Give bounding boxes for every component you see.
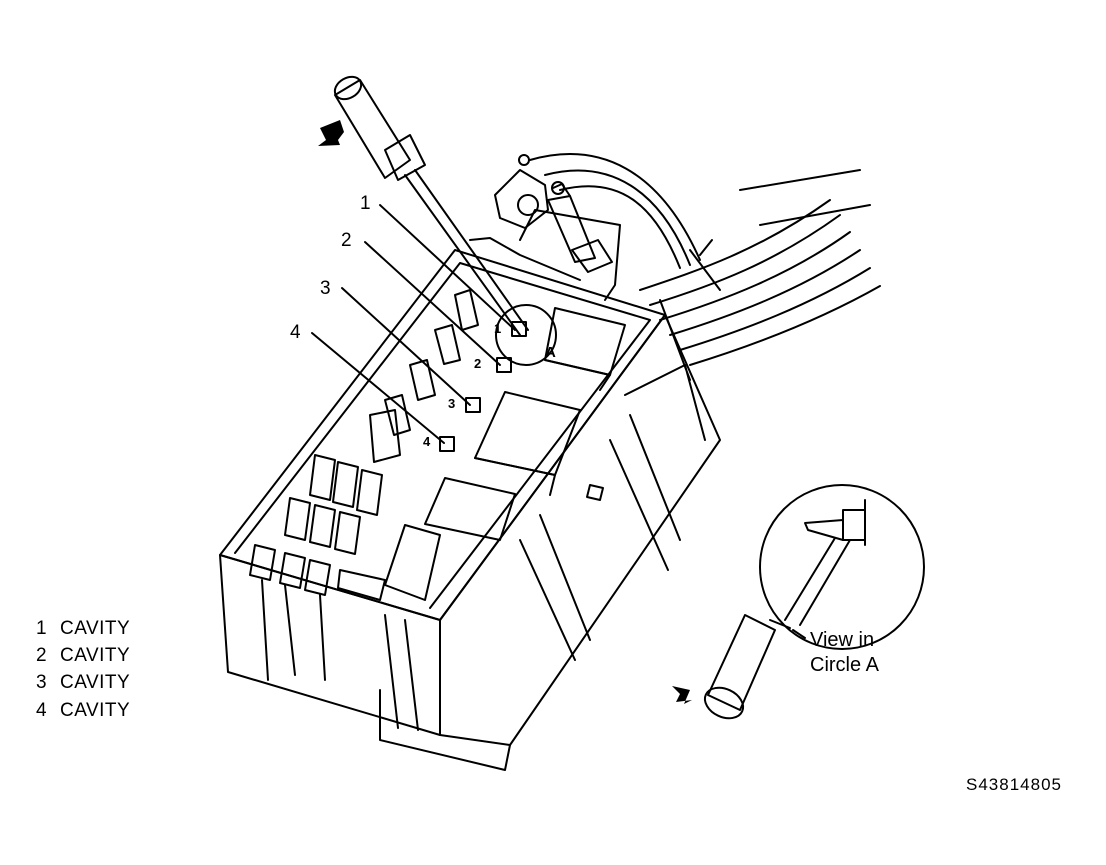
legend-item: 2 CAVITY	[36, 645, 130, 667]
detail-view	[703, 484, 925, 720]
legend-item: 3 CAVITY	[36, 672, 130, 694]
legend-num: 1	[36, 618, 48, 639]
ground-stud	[547, 181, 613, 273]
detail-circle-a	[495, 304, 557, 366]
cavity-mark-2: 2	[474, 356, 482, 371]
terminal-cavities	[369, 289, 527, 463]
detail-caption-line: Circle A	[810, 654, 879, 676]
legend-text: CAVITY	[60, 618, 131, 639]
legend-text: CAVITY	[60, 672, 131, 693]
callout-1: 1	[360, 193, 371, 214]
legend-num: 4	[36, 700, 48, 721]
detail-caption-line: View in	[810, 629, 875, 651]
cavity-mark-4: 4	[423, 434, 431, 449]
cavity-mark-3: 3	[448, 396, 456, 411]
ring-terminal	[494, 154, 549, 229]
callout-4: 4	[290, 322, 301, 343]
figure-id: S43814805	[966, 775, 1062, 794]
legend-text: CAVITY	[60, 645, 131, 666]
callout-leaders	[311, 204, 516, 444]
arrow-icon	[672, 686, 692, 704]
legend-item: 4 CAVITY	[36, 700, 130, 722]
arrow-icon	[318, 120, 344, 146]
legend-num: 3	[36, 672, 48, 693]
detail-caption: View in Circle A	[810, 628, 879, 678]
cavity-mark-1: 1	[494, 321, 502, 336]
connector-housing	[219, 209, 721, 771]
screwdriver	[333, 75, 529, 336]
legend-item: 1 CAVITY	[36, 618, 130, 640]
callout-2: 2	[341, 230, 352, 251]
relay-modules	[249, 307, 626, 601]
legend-num: 2	[36, 645, 48, 666]
callout-3: 3	[320, 278, 331, 299]
legend-text: CAVITY	[60, 700, 131, 721]
circle-a-label: A	[545, 344, 556, 361]
wire-harness	[529, 153, 881, 366]
